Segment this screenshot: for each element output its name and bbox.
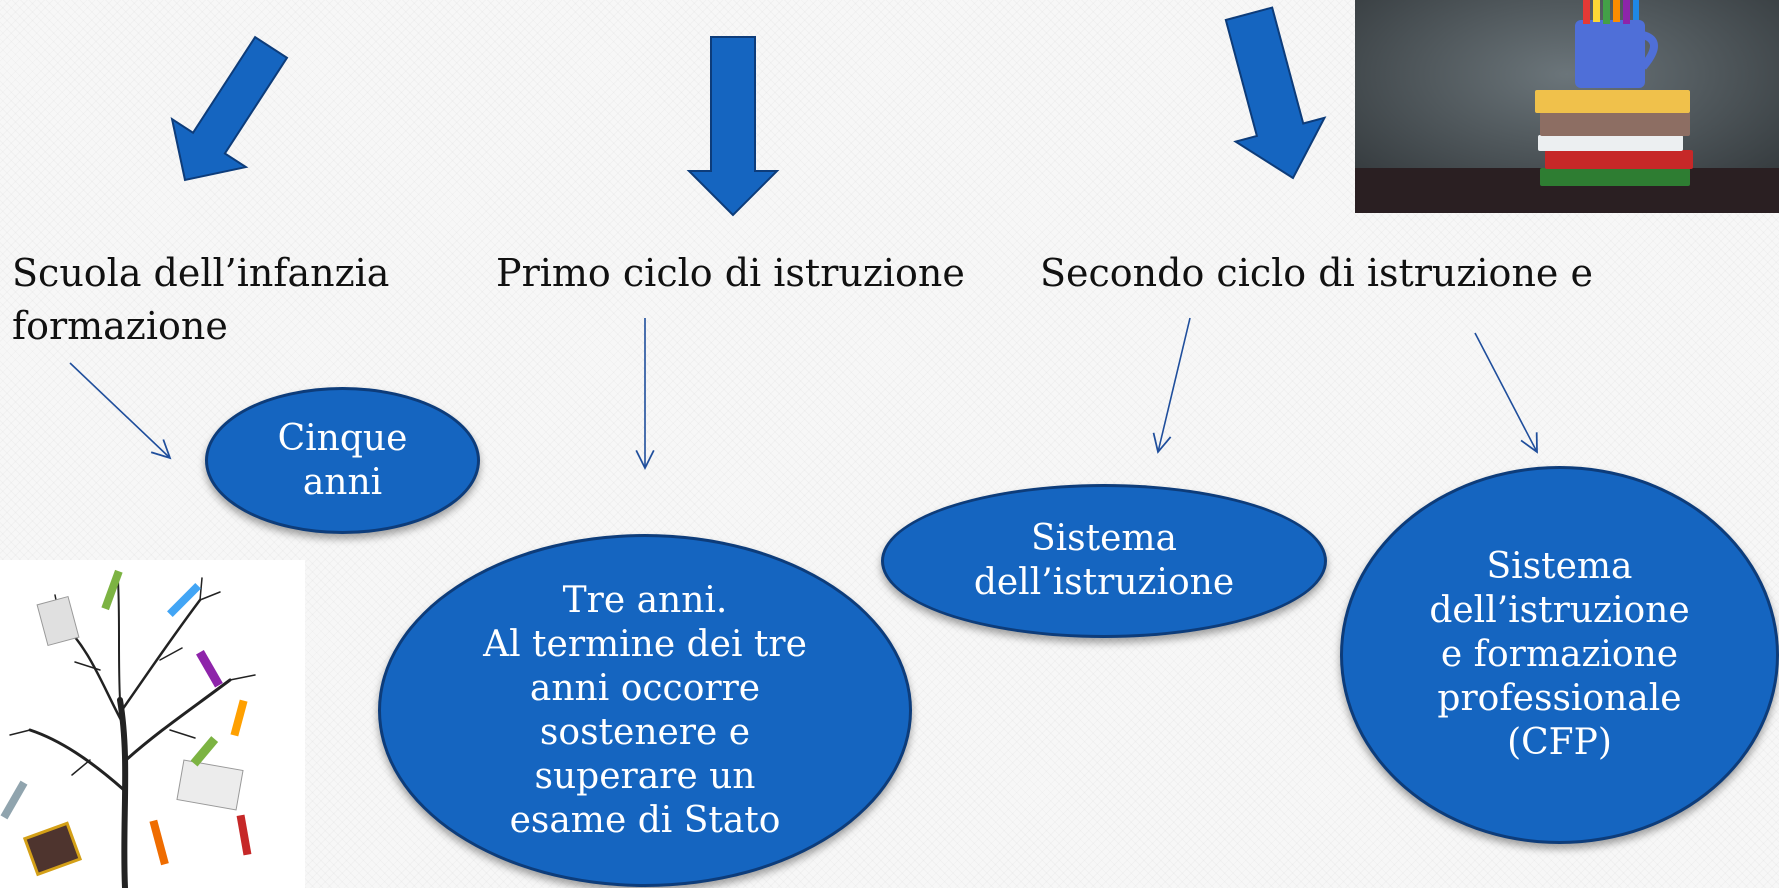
bubble-sistema-formazione: Sistema dell’istruzione e formazione pro…: [1340, 466, 1779, 844]
label-formazione: formazione: [12, 304, 228, 348]
bubble-sistema-istruzione-text: Sistema dell’istruzione: [973, 518, 1235, 603]
bubble-sistema-istruzione: Sistema dell’istruzione: [881, 484, 1327, 638]
tree-illustration: [0, 560, 305, 888]
bubble-cinque-anni: Cinque anni: [205, 387, 480, 534]
label-scuola-infanzia: Scuola dell’infanzia: [12, 251, 390, 295]
connector-infanzia-cinque: [69, 362, 172, 460]
block-arrow-primo: [686, 36, 780, 217]
connector-secondo-formazione: [1474, 332, 1538, 454]
bubble-tre-anni: Tre anni. Al termine dei tre anni occorr…: [378, 534, 912, 887]
label-primo-ciclo: Primo ciclo di istruzione: [496, 251, 965, 295]
connector-secondo-istruzione: [1152, 317, 1191, 454]
bubble-tre-anni-text: Tre anni. Al termine dei tre anni occorr…: [483, 579, 807, 841]
books-photo: [1355, 0, 1779, 213]
bubble-cinque-anni-text: Cinque anni: [277, 417, 408, 503]
block-arrow-secondo: [1224, 6, 1327, 180]
tree-image: [0, 569, 256, 888]
label-secondo-ciclo: Secondo ciclo di istruzione e: [1040, 251, 1593, 295]
block-arrow-infanzia: [170, 35, 289, 182]
books-cup-image: [1355, 0, 1779, 213]
bubble-sistema-formazione-text: Sistema dell’istruzione e formazione pro…: [1429, 546, 1690, 763]
